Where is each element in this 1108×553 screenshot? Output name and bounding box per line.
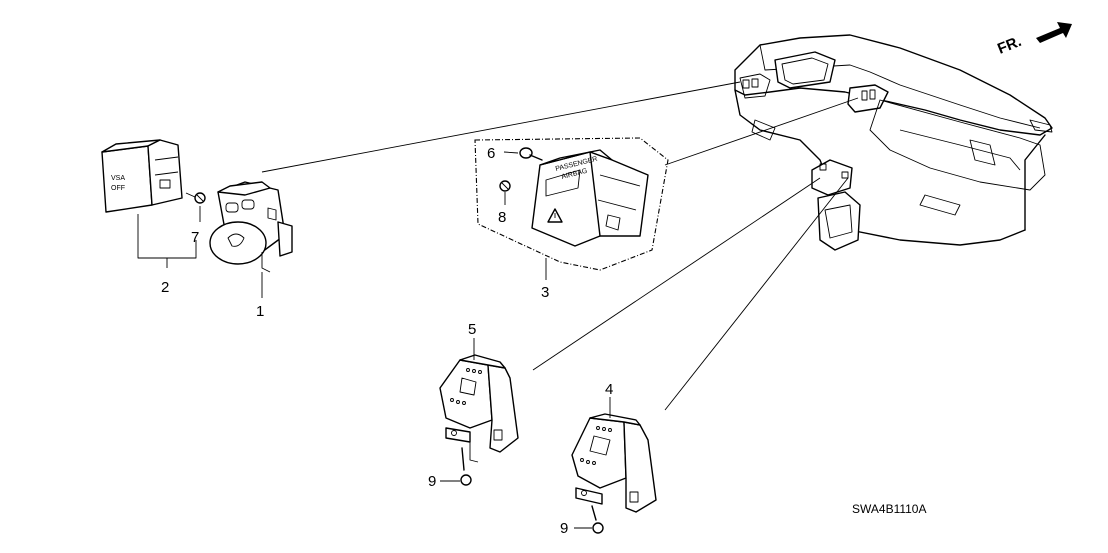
- front-direction-indicator: FR.: [995, 22, 1072, 58]
- screw-7: [185, 192, 206, 222]
- callout-2-bracket: [137, 214, 197, 259]
- callout-1: 1: [256, 303, 264, 320]
- seat-heater-switch-4: [571, 413, 657, 513]
- vsa-switch-line2: OFF: [111, 185, 125, 192]
- callout-3: 3: [541, 284, 549, 301]
- clip-6: [503, 147, 543, 161]
- screw-9-upper: [440, 447, 472, 486]
- hazard-switch-assembly: PASSENGER AIRBAG: [474, 137, 669, 271]
- callout-5: 5: [468, 321, 476, 338]
- screw-9-lower: [574, 505, 604, 534]
- callout-4: 4: [605, 381, 613, 398]
- mirror-switch: [209, 181, 293, 273]
- callout-6: 6: [487, 145, 495, 162]
- callout-labels: 1 2 3 4 5 6 7 8 9 9: [161, 145, 613, 537]
- seat-heater-switch-5: [439, 354, 519, 463]
- screw-8: [499, 180, 511, 205]
- callout-9-lower: 9: [560, 520, 568, 537]
- callout-2: 2: [161, 279, 169, 296]
- vsa-switch-line1: VSA: [111, 175, 125, 182]
- callout-9-upper: 9: [428, 473, 436, 490]
- callout-7: 7: [191, 229, 199, 246]
- vsa-off-switch: VSA OFF: [101, 139, 183, 213]
- leader-lines: [261, 81, 859, 411]
- front-arrow-icon: [1036, 22, 1072, 43]
- hazard-triangle-icon: [547, 208, 563, 223]
- front-direction-label: FR.: [995, 33, 1024, 58]
- drawing-code: SWA4B1110A: [852, 502, 926, 516]
- dashboard-illustration: [734, 34, 1053, 251]
- callout-8: 8: [498, 209, 506, 226]
